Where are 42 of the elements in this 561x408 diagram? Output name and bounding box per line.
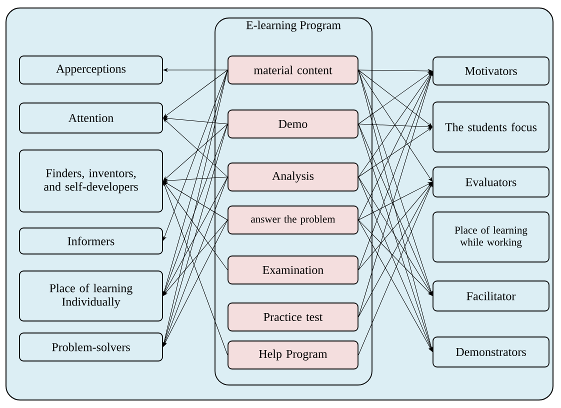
arrow — [162, 70, 228, 296]
arrow — [358, 182, 432, 220]
program-box: Practice test — [228, 302, 358, 332]
program-box: Demo — [228, 110, 358, 138]
arrow — [162, 70, 228, 241]
role-box: Place of learning while working — [432, 212, 550, 262]
arrow — [358, 71, 432, 220]
role-box: The students focus — [432, 102, 550, 152]
arrow — [358, 124, 432, 128]
arrow — [163, 181, 228, 270]
arrow — [162, 124, 228, 296]
role-box: Apperceptions — [19, 56, 163, 84]
arrow — [163, 220, 228, 347]
arrow — [358, 127, 432, 178]
arrow — [163, 116, 228, 124]
role-box: Facilitator — [432, 280, 550, 312]
arrow — [163, 176, 228, 182]
role-box: Finders, inventors, and self-developers — [19, 150, 163, 212]
arrow — [358, 182, 432, 318]
role-box: Evaluators — [432, 166, 550, 198]
role-box: Attention — [19, 102, 163, 134]
arrow — [358, 176, 432, 296]
program-box: Analysis — [228, 162, 358, 192]
arrow — [358, 182, 432, 270]
program-box: material content — [228, 56, 358, 84]
program-box: Examination — [228, 256, 358, 284]
arrow — [163, 181, 228, 220]
arrow — [358, 124, 433, 296]
arrow — [358, 220, 432, 352]
arrow — [163, 220, 228, 296]
arrow — [163, 68, 228, 72]
program-box: Help Program — [228, 340, 358, 370]
arrow — [358, 69, 432, 73]
role-box: Place of learning Individually — [19, 270, 163, 322]
arrow — [163, 176, 228, 296]
role-box: Motivators — [432, 56, 550, 86]
role-box: Informers — [19, 228, 163, 254]
arrow — [358, 220, 432, 296]
role-box: Demonstrators — [432, 336, 550, 368]
role-box: Problem-solvers — [19, 332, 163, 362]
arrow — [163, 70, 228, 118]
program-box: answer the problem — [228, 206, 358, 234]
